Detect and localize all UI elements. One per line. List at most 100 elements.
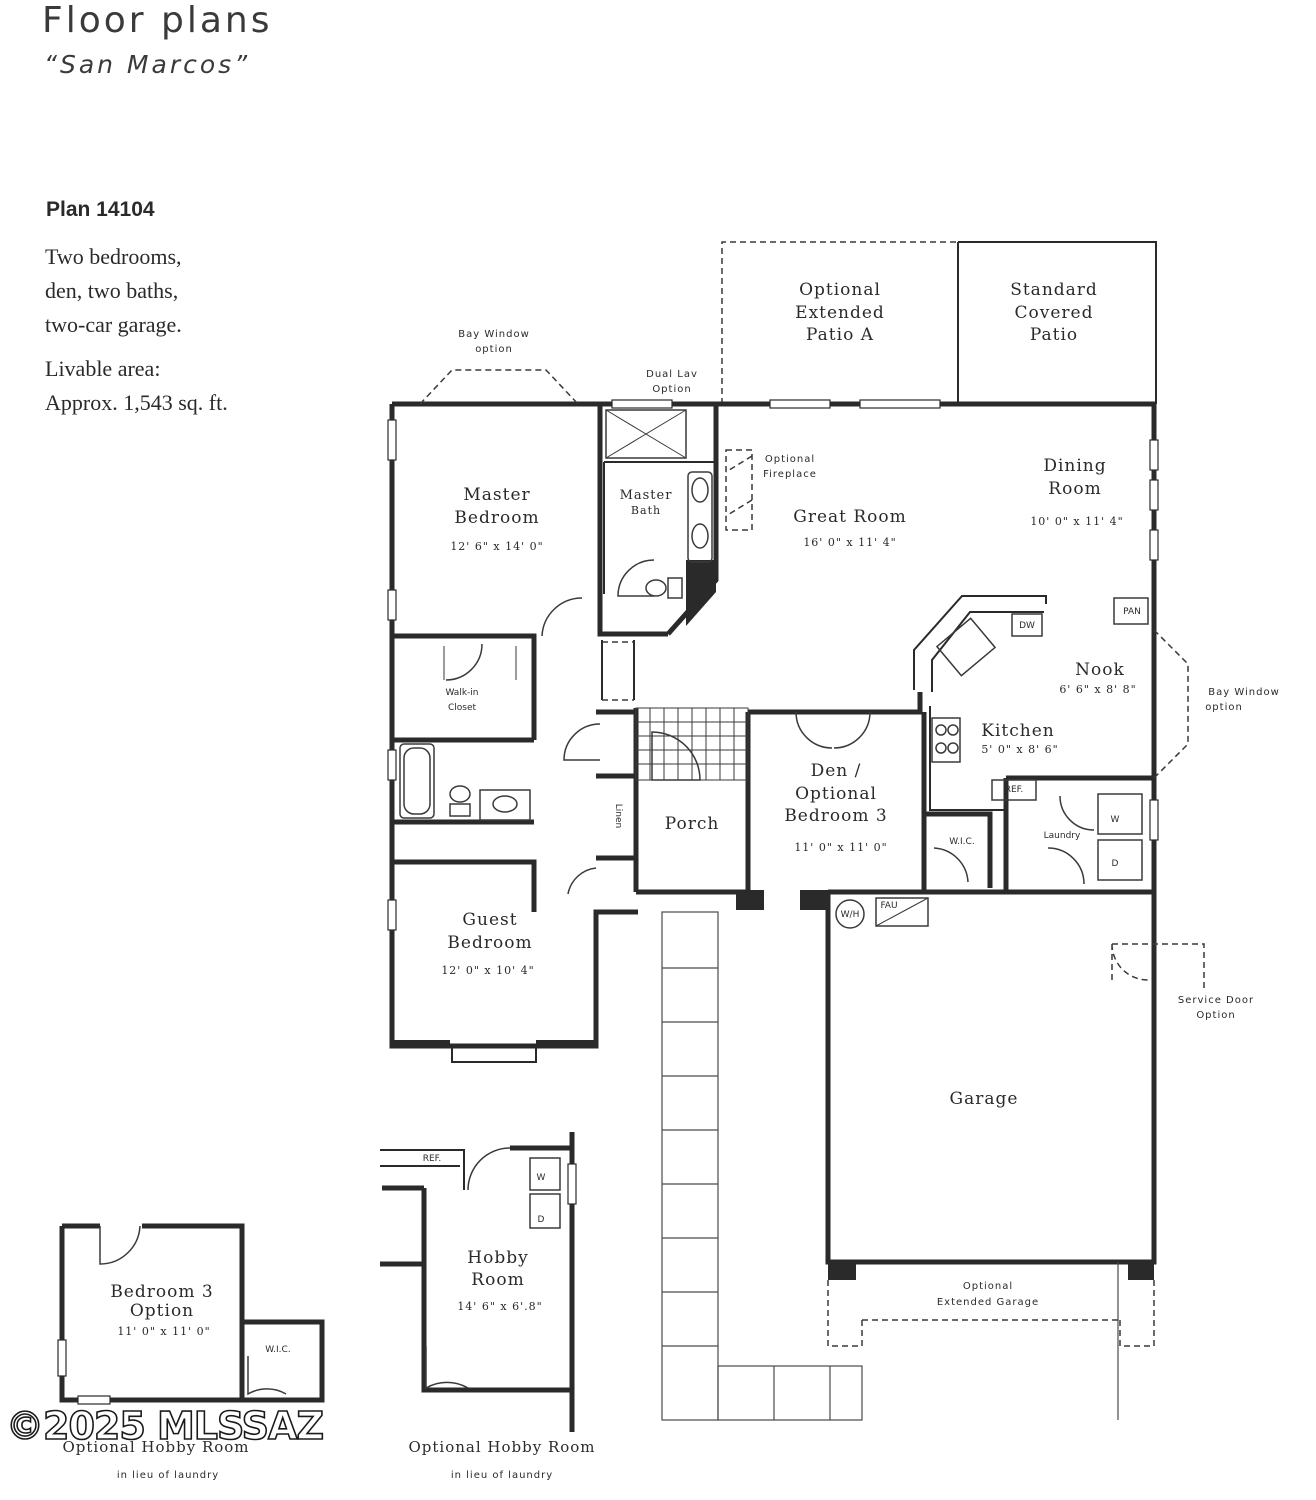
svg-text:in lieu of laundry: in lieu of laundry	[117, 1470, 219, 1481]
svg-text:Optional Hobby Room: Optional Hobby Room	[62, 1438, 249, 1456]
bedroom3-option-inset: Bedroom 3 Option 11' 0" x 11' 0" W.I.C. …	[57, 1223, 325, 1481]
svg-text:Hobby: Hobby	[467, 1248, 528, 1268]
room-label-master-bath: Master Bath	[620, 488, 673, 517]
svg-text:Guest: Guest	[462, 910, 517, 930]
fixtures	[399, 409, 1149, 929]
svg-text:16' 0" x 11' 4": 16' 0" x 11' 4"	[803, 536, 896, 549]
svg-text:Room: Room	[471, 1270, 524, 1290]
area-label: Livable area:	[45, 356, 161, 381]
svg-text:option: option	[475, 344, 513, 355]
room-label-covered-patio: Standard Covered Patio	[1010, 280, 1098, 345]
svg-text:Optional: Optional	[795, 784, 877, 804]
svg-text:Room: Room	[1048, 479, 1101, 499]
annotation-extended-garage: Optional Extended Garage	[937, 1281, 1039, 1308]
svg-text:12' 6" x 14' 0": 12' 6" x 14' 0"	[450, 540, 543, 553]
patio-area	[721, 241, 1157, 404]
model-name: “San Marcos”	[44, 50, 251, 79]
svg-text:Linen: Linen	[613, 804, 623, 828]
svg-text:Patio: Patio	[1030, 325, 1078, 345]
svg-text:Optional: Optional	[799, 280, 881, 300]
copyright-watermark: ©2025 MLSSAZ	[5, 1403, 325, 1449]
svg-text:Walk-in: Walk-in	[445, 688, 478, 698]
svg-text:Nook: Nook	[1075, 660, 1125, 680]
svg-text:Standard: Standard	[1010, 280, 1098, 300]
svg-text:Fireplace: Fireplace	[763, 469, 817, 480]
room-label-dining-room: Dining Room 10' 0" x 11' 4"	[1030, 456, 1122, 528]
description-line: den, two baths,	[45, 278, 179, 303]
svg-text:Bedroom: Bedroom	[447, 933, 532, 953]
room-label-nook: Nook 6' 6" x 8' 8"	[1059, 660, 1136, 696]
svg-text:D: D	[538, 1215, 545, 1225]
svg-text:Option: Option	[1196, 1010, 1235, 1021]
svg-text:Kitchen: Kitchen	[981, 721, 1054, 741]
refrigerator-label: REF.	[1005, 785, 1024, 795]
area-value: Approx. 1,543 sq. ft.	[45, 390, 228, 415]
svg-text:Bedroom 3: Bedroom 3	[110, 1282, 213, 1302]
water-heater-label: W/H	[841, 910, 860, 920]
entry-tile-grid	[635, 707, 749, 781]
room-label-great-room: Great Room 16' 0" x 11' 4"	[793, 507, 907, 549]
bay-windows	[419, 369, 1189, 1063]
svg-text:Bedroom 3: Bedroom 3	[784, 806, 887, 826]
svg-text:Closet: Closet	[448, 703, 477, 713]
svg-text:W.I.C.: W.I.C.	[265, 1345, 290, 1355]
annotation-bay-window-right: Bay Window option	[1205, 687, 1280, 713]
furnace-label: FAU	[880, 901, 897, 911]
svg-text:Bay Window: Bay Window	[458, 329, 530, 340]
svg-text:Master: Master	[620, 488, 673, 503]
svg-text:Bedroom: Bedroom	[454, 508, 539, 528]
dishwasher-label: DW	[1019, 621, 1035, 631]
front-walkway	[661, 911, 1155, 1421]
description-line: two-car garage.	[45, 312, 182, 337]
room-label-guest-bedroom: Guest Bedroom 12' 0" x 10' 4"	[441, 910, 534, 977]
svg-text:REF.: REF.	[423, 1154, 442, 1164]
room-label-master-bedroom: Master Bedroom 12' 6" x 14' 0"	[450, 485, 543, 553]
hobby-room-option-inset: REF. W D Hobby Room 14' 6" x 6'.8" Optio…	[380, 1132, 595, 1481]
annotation-service-door: Service Door Option	[1178, 995, 1254, 1021]
room-label-garage: Garage	[950, 1089, 1019, 1109]
svg-text:Dining: Dining	[1043, 456, 1106, 476]
pantry-label: PAN	[1123, 607, 1141, 617]
room-label-porch: Porch	[665, 814, 720, 834]
svg-text:5' 0" x 8' 6": 5' 0" x 8' 6"	[981, 743, 1058, 756]
exterior-walls	[387, 399, 1159, 1280]
svg-text:Extended: Extended	[795, 303, 885, 323]
svg-text:Option: Option	[652, 384, 691, 395]
svg-text:Dual Lav: Dual Lav	[646, 369, 698, 380]
plan-description: Two bedrooms, den, two baths, two-car ga…	[45, 240, 228, 420]
door-swings	[445, 559, 1205, 988]
svg-text:6' 6" x 8' 8": 6' 6" x 8' 8"	[1059, 683, 1136, 696]
svg-text:Patio A: Patio A	[806, 325, 874, 345]
svg-text:W.I.C.: W.I.C.	[949, 837, 974, 847]
covered-patio-outline	[958, 241, 1157, 404]
washer-label: W	[1111, 815, 1120, 825]
annotation-fireplace: Optional Fireplace	[763, 454, 817, 480]
svg-text:Den /: Den /	[811, 761, 862, 781]
annotation-bay-window-top: Bay Window option	[458, 329, 530, 355]
svg-text:Laundry: Laundry	[1044, 831, 1081, 841]
svg-text:11' 0" x 11' 0": 11' 0" x 11' 0"	[117, 1325, 210, 1338]
room-label-linen: Linen	[613, 804, 623, 828]
room-label-den: Den / Optional Bedroom 3 11' 0" x 11' 0"	[784, 761, 887, 854]
svg-text:option: option	[1205, 702, 1243, 713]
svg-text:Optional: Optional	[765, 454, 815, 465]
svg-text:Extended Garage: Extended Garage	[937, 1297, 1039, 1308]
patio-a-outline	[721, 241, 958, 404]
svg-text:Porch: Porch	[665, 814, 720, 834]
interior-walls	[394, 404, 1154, 912]
plan-number: Plan 14104	[46, 198, 155, 221]
svg-text:12' 0" x 10' 4": 12' 0" x 10' 4"	[441, 964, 534, 977]
svg-text:Great Room: Great Room	[793, 507, 907, 527]
svg-text:Optional: Optional	[963, 1281, 1013, 1292]
description-line: Two bedrooms,	[45, 244, 182, 269]
room-label-walk-in-closet: Walk-in Closet	[445, 688, 478, 713]
svg-text:Service Door: Service Door	[1178, 995, 1254, 1006]
svg-text:11' 0" x 11' 0": 11' 0" x 11' 0"	[794, 841, 887, 854]
svg-text:Master: Master	[463, 485, 530, 505]
svg-text:14' 6" x 6'.8": 14' 6" x 6'.8"	[457, 1300, 542, 1313]
svg-text:Garage: Garage	[950, 1089, 1019, 1109]
dryer-label: D	[1112, 859, 1119, 869]
svg-text:Bay Window: Bay Window	[1208, 687, 1280, 698]
room-label-patio-a: Optional Extended Patio A	[795, 280, 885, 345]
